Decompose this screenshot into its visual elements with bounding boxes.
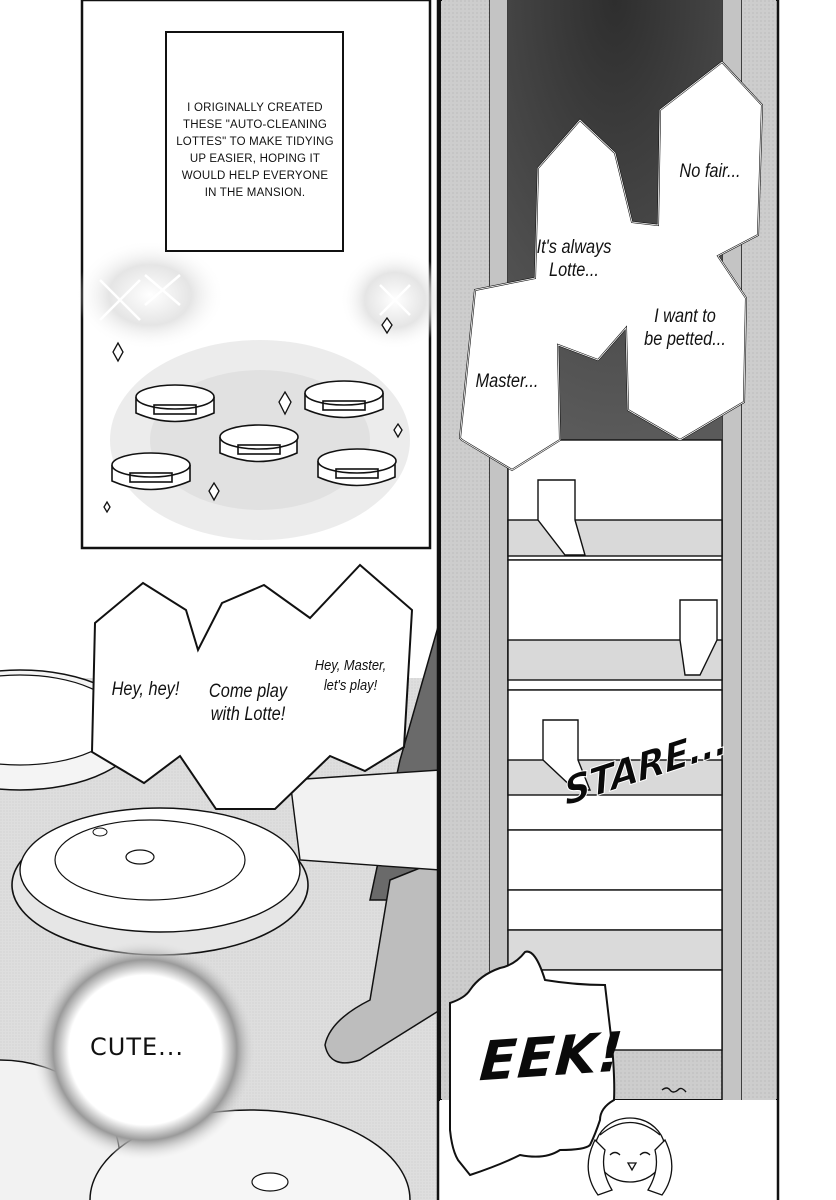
bubble-text-want-petted: I want to be petted... [644, 306, 726, 350]
robot-vacuum-icon [111, 452, 191, 491]
speech-bubble-cluster-left [90, 563, 414, 810]
robot-vacuum-icon [317, 448, 397, 487]
caption-line: LOTTES" TO MAKE TIDYING [176, 136, 334, 148]
narration-caption: I ORIGINALLY CREATED THESE "AUTO-CLEANIN… [170, 100, 340, 202]
robot-vacuum-icon [135, 384, 215, 423]
bubble-text-always-lotte: It's always Lotte... [536, 237, 612, 281]
caption-line: THESE "AUTO-CLEANING [183, 119, 327, 131]
caption-line: I ORIGINALLY CREATED [187, 102, 323, 114]
caption-line: IN THE MANSION. [204, 187, 306, 199]
thought-text-cute: CUTE... [90, 1033, 185, 1061]
shout-bubble-eek [449, 950, 616, 1177]
lotte-girl-peeking [587, 1117, 673, 1196]
bubble-text-come-play: Come play with Lotte! [208, 681, 288, 725]
robot-vacuum-icon [304, 380, 384, 419]
bubble-text-hey-hey: Hey, hey! [111, 679, 180, 700]
sfx-eek: EEK! [477, 1019, 626, 1094]
caption-line: WOULD HELP EVERYONE [181, 170, 329, 182]
bubble-text-hey-master: Hey, Master, let's play! [314, 657, 387, 694]
bubble-text-no-fair: No fair... [679, 161, 741, 182]
bubble-text-master: Master... [475, 371, 539, 392]
robot-vacuum-icon [219, 424, 299, 463]
panel-1-art [75, 0, 450, 550]
caption-line: UP EASIER, HOPING IT [189, 153, 321, 165]
